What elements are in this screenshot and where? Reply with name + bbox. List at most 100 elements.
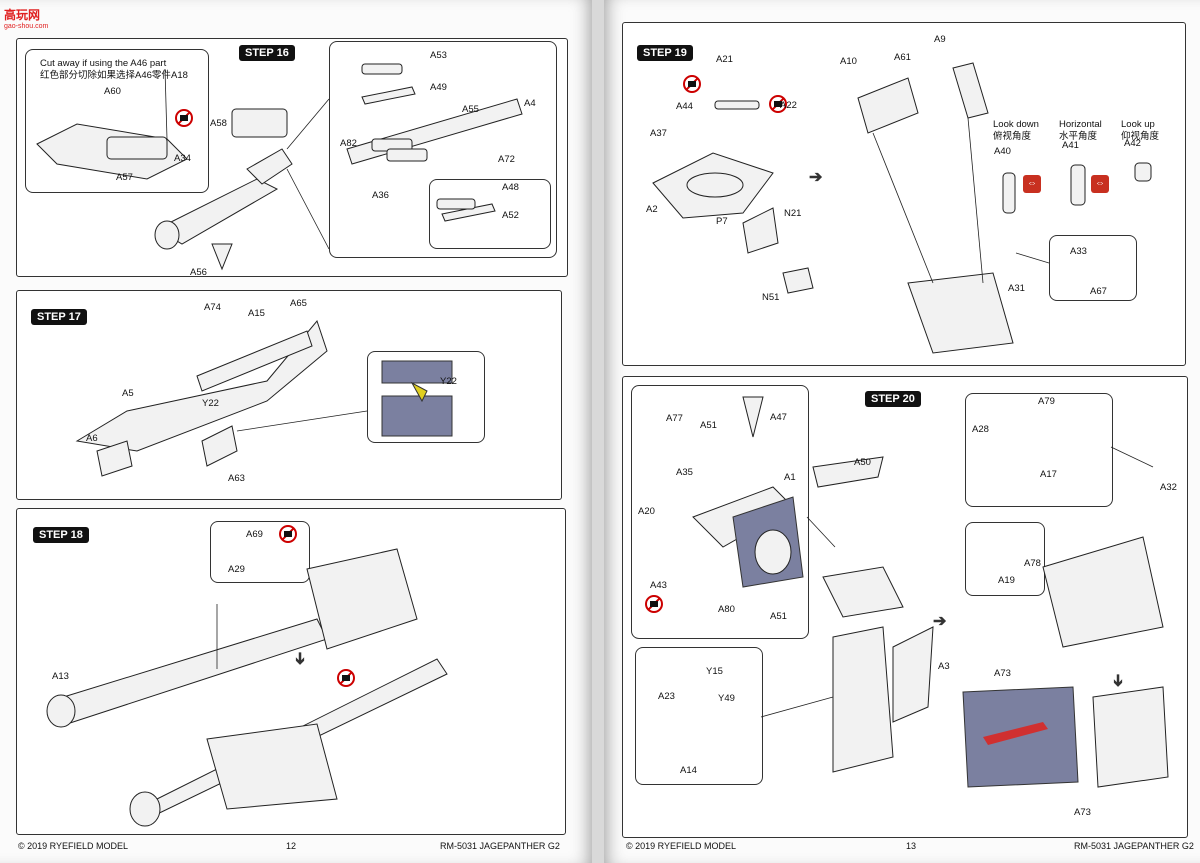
left-page: 高玩网 gao-shou.com STEP 16 Cut away if usi…: [0, 0, 592, 863]
caution-icon: [337, 669, 355, 687]
part-label: A43: [650, 580, 667, 591]
part-label: Y15: [706, 666, 723, 677]
part-label: A61: [894, 52, 911, 63]
cutaway-note-cn: 红色部分切除如果选择A46零件: [40, 70, 171, 81]
part-label: A74: [204, 302, 221, 313]
view-down-en: Look down: [993, 119, 1039, 130]
part-label: A48: [502, 182, 519, 193]
part-label: A40: [994, 146, 1011, 157]
part-label: A21: [716, 54, 733, 65]
step16-body: [36, 63, 523, 271]
part-label: A58: [210, 118, 227, 129]
part-label: A78: [1024, 558, 1041, 569]
step16-panel: STEP 16 Cut away if using the A46 part 红…: [16, 38, 568, 277]
part-label: A42: [1124, 138, 1141, 149]
part-label: A82: [340, 138, 357, 149]
part-label: A23: [658, 691, 675, 702]
caution-icon: [683, 75, 701, 93]
part-label: A47: [770, 412, 787, 423]
part-label: A77: [666, 413, 683, 424]
part-label: N21: [784, 208, 802, 219]
part-label: A73: [994, 668, 1011, 679]
part-label: A2: [646, 204, 658, 215]
part-label: A4: [524, 98, 536, 109]
step-right-arrow-icon: ➔: [809, 169, 823, 186]
watermark-title: 高玩网: [4, 8, 41, 22]
part-label: Y22: [202, 398, 219, 409]
part-label: A36: [372, 190, 389, 201]
swap-arrow-icon: ⇔: [1023, 175, 1041, 193]
part-label: A14: [680, 765, 697, 776]
step18-drawing: [46, 548, 448, 827]
part-label: A18: [171, 70, 188, 81]
part-label: A35: [676, 467, 693, 478]
watermark-site: gao-shou.com: [4, 23, 49, 30]
step20-panel: STEP 20 ➔ ➔: [622, 376, 1188, 838]
part-label: A79: [1038, 396, 1055, 407]
part-label: A67: [1090, 286, 1107, 297]
step16-title: STEP 16: [239, 45, 295, 61]
part-label: A63: [228, 473, 245, 484]
view-horizontal-en: Horizontal: [1059, 119, 1102, 130]
footer-page-number: 12: [286, 841, 297, 851]
view-up-cn: 仰视角度: [1121, 131, 1160, 142]
cutaway-note-en: Cut away if using the A46 part: [40, 58, 167, 69]
part-label: A28: [972, 424, 989, 435]
step20-inset-b: [635, 647, 763, 785]
step-right-arrow-icon: ➔: [933, 613, 947, 630]
step18-panel: STEP 18 ➔: [16, 508, 566, 835]
step17-drawing: [75, 319, 453, 477]
part-label: A17: [1040, 469, 1057, 480]
part-label: A34: [174, 153, 191, 164]
part-label: A60: [104, 86, 121, 97]
part-label: A53: [430, 50, 447, 61]
watermark-logo: 高玩网 gao-shou.com: [4, 6, 48, 30]
step19-inset: [1049, 235, 1137, 301]
part-label: A80: [718, 604, 735, 615]
part-label: A20: [638, 506, 655, 517]
part-label: A65: [290, 298, 307, 309]
part-label: A41: [1062, 140, 1079, 151]
part-label: A29: [228, 564, 245, 575]
part-label: A73: [1074, 807, 1091, 818]
step17-panel: STEP 17: [16, 290, 562, 500]
part-label: P7: [716, 216, 728, 227]
part-label: A52: [502, 210, 519, 221]
view-up-en: Look up: [1121, 119, 1155, 130]
caution-icon: [769, 95, 787, 113]
step20-inset-d: [965, 522, 1045, 596]
footer-product: RM-5031 JAGEPANTHER G2: [1074, 841, 1194, 851]
step19-drawing: [652, 62, 1152, 354]
footer-copyright: © 2019 RYEFIELD MODEL: [18, 841, 129, 851]
part-label: A15: [248, 308, 265, 319]
right-page: STEP 19 ➔ Look down 俯视角度 Horizontal 水平角度…: [604, 0, 1200, 863]
part-label: A49: [430, 82, 447, 93]
part-label: A51: [770, 611, 787, 622]
step17-title: STEP 17: [31, 309, 87, 325]
part-label: A32: [1160, 482, 1177, 493]
view-down-cn: 俯视角度: [993, 131, 1032, 142]
part-label: Y22: [440, 376, 457, 387]
footer-product: RM-5031 JAGEPANTHER G2: [440, 841, 560, 851]
part-label: A69: [246, 529, 263, 540]
step19-title: STEP 19: [637, 45, 693, 61]
step18-title: STEP 18: [33, 527, 89, 543]
step20-title: STEP 20: [865, 391, 921, 407]
step20-inset-c: [965, 393, 1113, 507]
caution-icon: [645, 595, 663, 613]
view-horizontal-cn: 水平角度: [1059, 131, 1098, 142]
part-label: A33: [1070, 246, 1087, 257]
part-label: A19: [998, 575, 1015, 586]
part-label: A5: [122, 388, 134, 399]
part-label: A13: [52, 671, 69, 682]
part-label: A51: [700, 420, 717, 431]
part-label: A50: [854, 457, 871, 468]
part-label: A22: [780, 100, 797, 111]
part-label: A10: [840, 56, 857, 67]
footer-copyright: © 2019 RYEFIELD MODEL: [626, 841, 737, 851]
part-label: A6: [86, 433, 98, 444]
part-label: Y49: [718, 693, 735, 704]
swap-arrow-icon: ⇔: [1091, 175, 1109, 193]
part-label: A3: [938, 661, 950, 672]
footer-page-number: 13: [906, 841, 917, 851]
